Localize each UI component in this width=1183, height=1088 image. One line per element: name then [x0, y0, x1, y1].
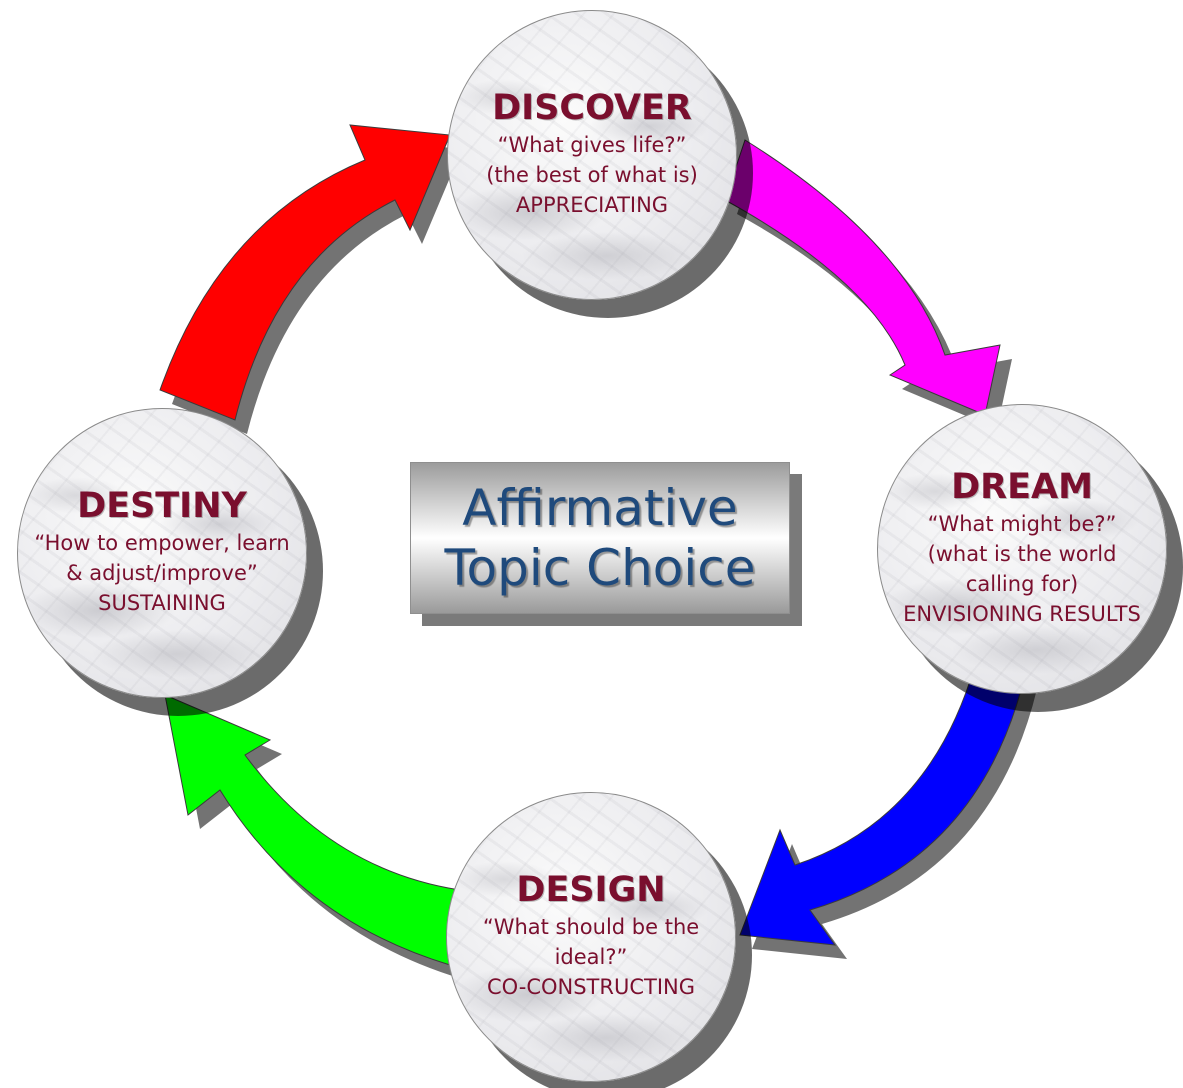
stage-design: DESIGN “What should be the ideal?” CO-CO…: [446, 792, 736, 1082]
dream-to-design-arrow: [739, 664, 1026, 946]
stage-keyword: APPRECIATING: [515, 193, 669, 218]
center-title-line: Affirmative: [462, 479, 738, 537]
stage-keyword: SUSTAINING: [98, 591, 226, 616]
stage-title: DISCOVER: [492, 87, 692, 128]
stage-detail: (what is the world: [927, 542, 1117, 567]
stage-question: ideal?”: [554, 945, 628, 970]
stage-question: & adjust/improve”: [66, 561, 258, 586]
stage-destiny: DESTINY “How to empower, learn & adjust/…: [17, 408, 307, 698]
destiny-to-discover-arrow: [159, 124, 451, 421]
stage-detail: calling for): [965, 572, 1079, 597]
stage-title: DESTINY: [77, 485, 247, 526]
design-to-destiny-arrow: [164, 694, 461, 966]
stage-question: “What gives life?”: [497, 133, 687, 158]
stage-keyword: ENVISIONING RESULTS: [903, 602, 1141, 627]
stage-question: “What should be the: [482, 915, 700, 940]
discover-to-dream-arrow: [724, 139, 1001, 416]
stage-title: DESIGN: [516, 869, 666, 910]
stage-question: “How to empower, learn: [34, 531, 290, 556]
stage-question: “What might be?”: [927, 512, 1117, 537]
stage-detail: (the best of what is): [486, 163, 698, 188]
center-title-line: Topic Choice: [444, 539, 756, 597]
stage-title: DREAM: [951, 466, 1093, 507]
stage-keyword: CO-CONSTRUCTING: [486, 975, 696, 1000]
stage-discover: DISCOVER “What gives life?” (the best of…: [447, 10, 737, 300]
center-topic-box: Affirmative Topic Choice: [410, 462, 790, 614]
stage-dream: DREAM “What might be?” (what is the worl…: [877, 404, 1167, 694]
